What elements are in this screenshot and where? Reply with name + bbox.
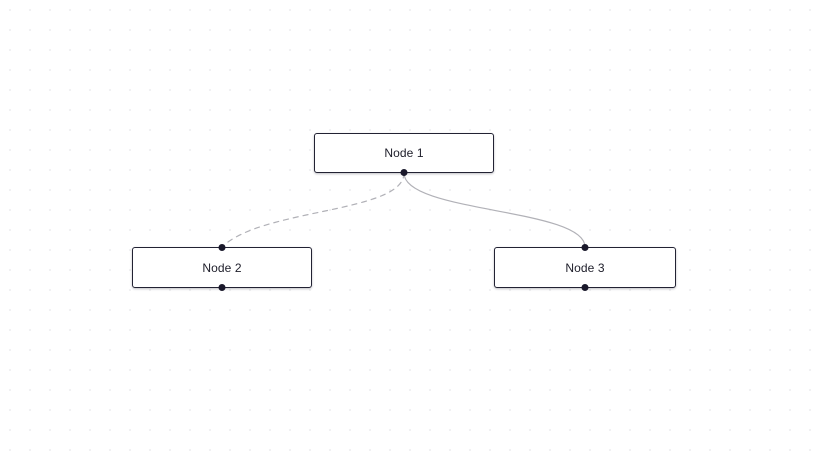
handle-bottom-icon[interactable] xyxy=(218,284,226,291)
handle-bottom-icon[interactable] xyxy=(400,169,408,176)
flow-node-node-3[interactable]: Node 3 xyxy=(494,244,676,291)
flow-node-node-1[interactable]: Node 1 xyxy=(314,133,494,176)
handle-top-icon[interactable] xyxy=(581,244,589,251)
edge-node1-node2[interactable] xyxy=(221,172,405,248)
flow-node-label: Node 3 xyxy=(565,260,605,275)
handle-top-icon[interactable] xyxy=(218,244,226,251)
flow-node-node-2[interactable]: Node 2 xyxy=(132,244,312,291)
flow-node-label: Node 2 xyxy=(202,260,242,275)
flow-node-label: Node 1 xyxy=(384,146,424,160)
edge-node1-node3[interactable] xyxy=(403,172,586,248)
edges-group xyxy=(221,172,586,248)
handle-bottom-icon[interactable] xyxy=(581,284,589,291)
